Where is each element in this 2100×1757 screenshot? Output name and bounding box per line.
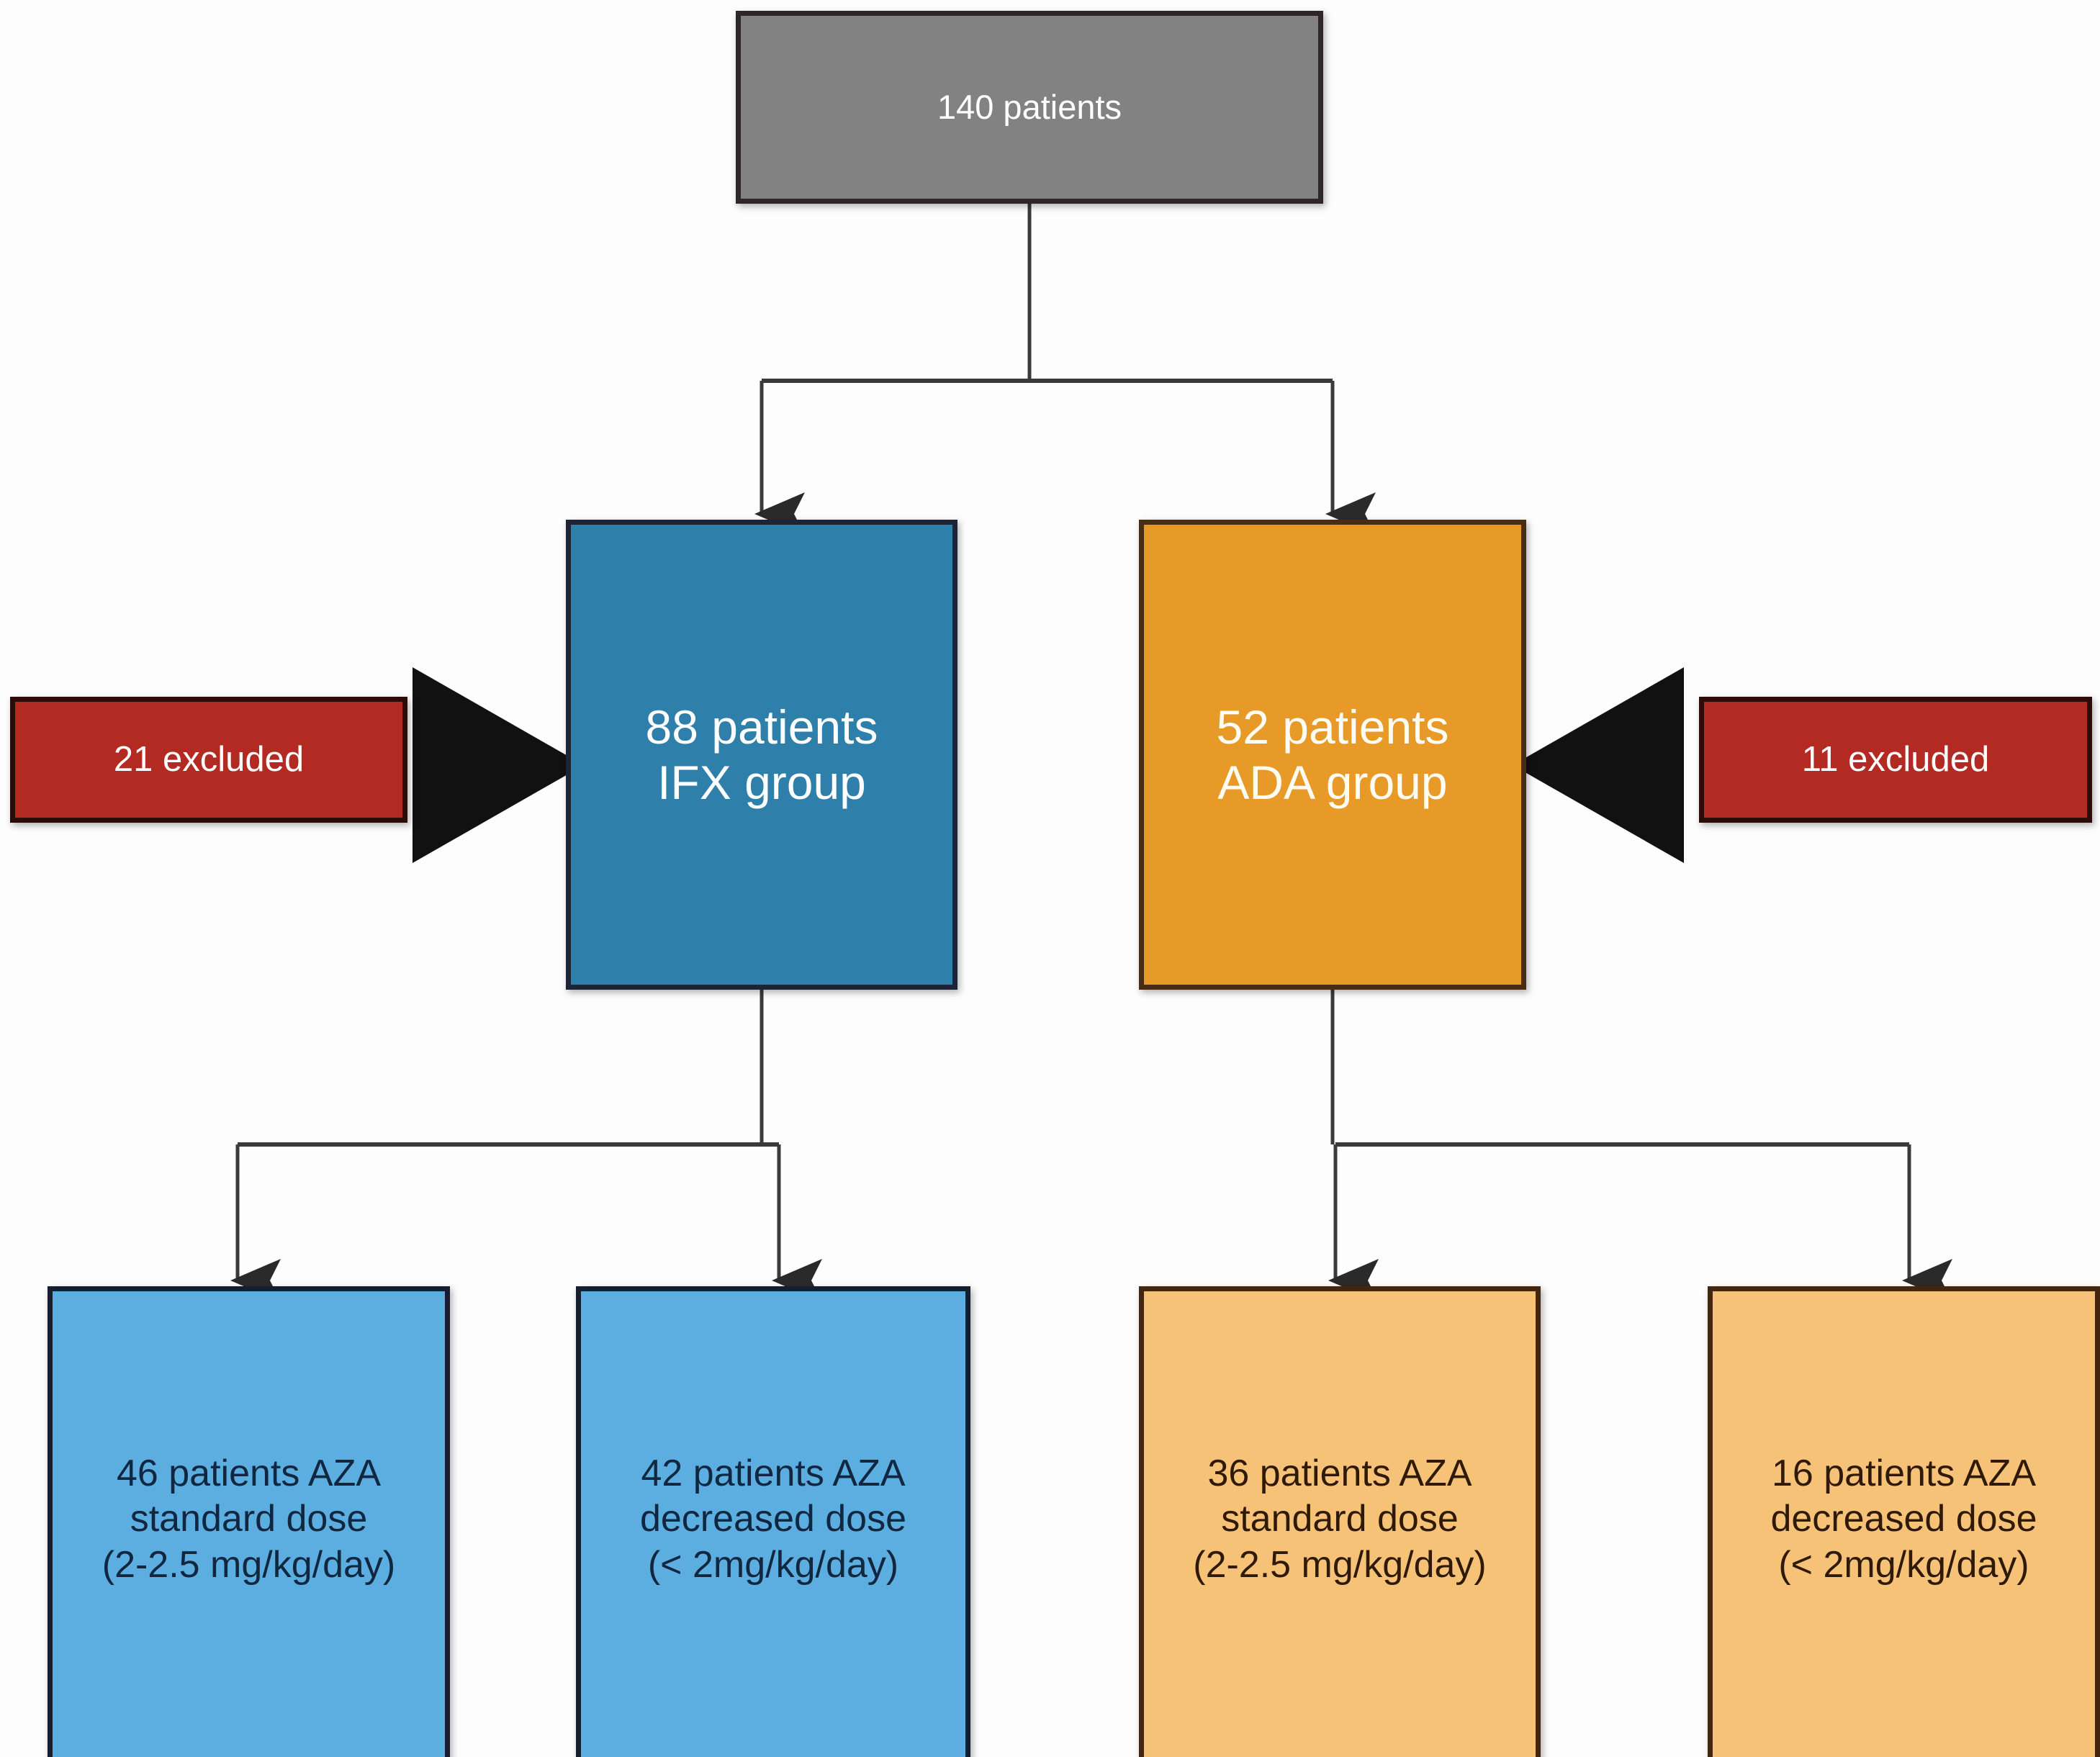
node-ada-standard-dose-label: 36 patients AZA standard dose (2-2.5 mg/…: [1193, 1453, 1487, 1586]
node-ada-standard-dose[interactable]: 36 patients AZA standard dose (2-2.5 mg/…: [1139, 1286, 1541, 1757]
node-excluded-ada[interactable]: 11 excluded: [1699, 697, 2092, 823]
node-ifx-group[interactable]: 88 patients IFX group: [566, 520, 957, 990]
node-excluded-ifx-label: 21 excluded: [113, 740, 305, 780]
node-ifx-decreased-dose-label: 42 patients AZA decreased dose (< 2mg/kg…: [639, 1453, 907, 1586]
node-ada-group[interactable]: 52 patients ADA group: [1139, 520, 1526, 990]
edge-ada-to-leaves: [1328, 990, 1952, 1302]
edge-root-to-groups: [754, 204, 1376, 536]
node-ifx-decreased-dose[interactable]: 42 patients AZA decreased dose (< 2mg/kg…: [576, 1286, 970, 1757]
edge-ifx-to-leaves: [230, 990, 822, 1302]
node-ifx-group-label: 88 patients IFX group: [645, 700, 878, 809]
node-ifx-standard-dose[interactable]: 46 patients AZA standard dose (2-2.5 mg/…: [48, 1286, 450, 1757]
node-excluded-ada-label: 11 excluded: [1801, 740, 1990, 780]
node-ada-decreased-dose-label: 16 patients AZA decreased dose (< 2mg/kg…: [1770, 1453, 2037, 1586]
node-ada-decreased-dose[interactable]: 16 patients AZA decreased dose (< 2mg/kg…: [1708, 1286, 2100, 1757]
node-excluded-ifx[interactable]: 21 excluded: [10, 697, 407, 823]
node-ifx-standard-dose-label: 46 patients AZA standard dose (2-2.5 mg/…: [102, 1453, 396, 1586]
node-total-patients[interactable]: 140 patients: [736, 11, 1323, 204]
node-total-patients-label: 140 patients: [937, 87, 1122, 126]
node-ada-group-label: 52 patients ADA group: [1216, 700, 1449, 809]
